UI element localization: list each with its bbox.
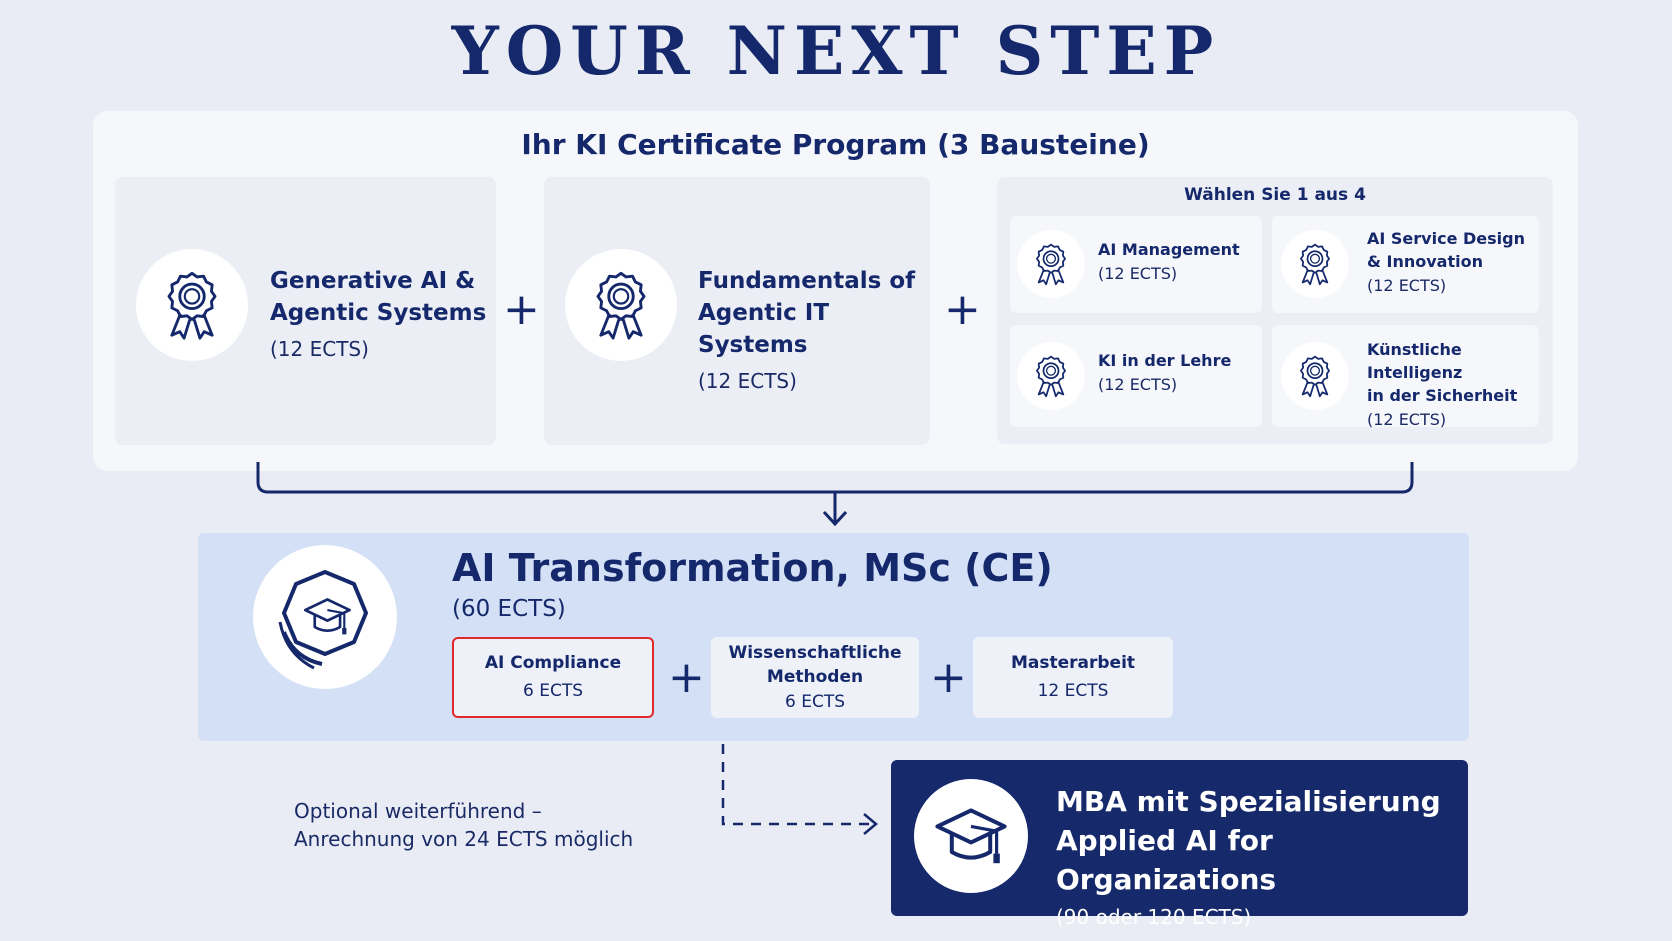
elective-option-ai-service-design[interactable]: AI Service Design & Innovation (12 ECTS) [1272,216,1539,313]
award-icon [1017,342,1085,410]
option-title-line1: Künstliche Intelligenz [1367,340,1463,382]
plus-sign: + [944,284,981,335]
block-title-line1: Generative AI & [270,268,476,294]
option-title-line2: in der Sicherheit [1367,386,1518,405]
mba-program-box: MBA mit Spezialisierung Applied AI for O… [891,760,1468,929]
plus-sign: + [503,284,540,335]
module-title: AI Compliance [484,653,622,673]
mba-ects: (90 oder 120 ECTS) [1056,905,1252,929]
block-ects: (12 ECTS) [698,369,797,393]
optional-note-line2: Anrechnung von 24 ECTS möglich [294,827,634,851]
module-ai-compliance[interactable]: AI Compliance 6 ECTS [452,637,654,718]
option-ects: (12 ECTS) [1098,375,1178,394]
certificate-block-fundamentals: Fundamentals of Agentic IT Systems (12 E… [544,177,930,445]
block-title-line2: Agentic Systems [270,300,487,326]
certificate-block-generative-ai: Generative AI & Agentic Systems (12 ECTS… [115,177,496,445]
msc-title: AI Transformation, MSc (CE) [452,546,1053,590]
graduation-cap-icon [914,779,1028,893]
option-ects: (12 ECTS) [1367,276,1447,295]
module-wissenschaftliche-methoden[interactable]: Wissenschaftliche Methoden 6 ECTS [711,637,919,718]
block-ects: (12 ECTS) [270,337,369,361]
graduation-cap-icon [253,545,397,689]
option-title: KI in der Lehre [1098,351,1232,370]
option-ects: (12 ECTS) [1098,264,1178,283]
mba-title-line2: Applied AI for Organizations [1056,824,1277,896]
elective-heading: Wählen Sie 1 aus 4 [1184,185,1366,205]
plus-sign: + [668,652,705,703]
certificate-heading: Ihr KI Certificate Program (3 Bausteine) [521,128,1150,161]
elective-option-ai-management[interactable]: AI Management (12 ECTS) [1010,216,1262,313]
module-title-line2: Methoden [766,666,864,687]
elective-option-ki-sicherheit[interactable]: Künstliche Intelligenz in der Sicherheit… [1272,325,1539,429]
option-title-line2: & Innovation [1367,252,1483,271]
award-icon [565,249,677,361]
block-title-line2: Agentic IT Systems [698,300,830,358]
module-ects: 12 ECTS [1037,681,1109,701]
elective-option-ki-lehre[interactable]: KI in der Lehre (12 ECTS) [1010,325,1262,427]
award-icon [136,249,248,361]
award-icon [1281,230,1349,298]
mba-title-line1: MBA mit Spezialisierung [1056,785,1441,818]
option-ects: (12 ECTS) [1367,410,1447,429]
module-title: Masterarbeit [1010,653,1136,673]
option-title-line1: AI Service Design [1367,229,1525,248]
option-title: AI Management [1098,240,1240,259]
page-title: YOUR NEXT STEP [451,12,1221,90]
module-ects: 6 ECTS [784,691,845,712]
block-title-line1: Fundamentals of [698,268,916,294]
optional-note-line1: Optional weiterführend – [294,799,542,823]
plus-sign: + [930,652,967,703]
module-ects: 6 ECTS [522,681,583,701]
award-icon [1017,230,1085,298]
award-icon [1281,342,1349,410]
module-masterarbeit[interactable]: Masterarbeit 12 ECTS [973,637,1173,718]
module-title-line1: Wissenschaftliche [728,642,902,663]
msc-ects: (60 ECTS) [452,596,566,622]
